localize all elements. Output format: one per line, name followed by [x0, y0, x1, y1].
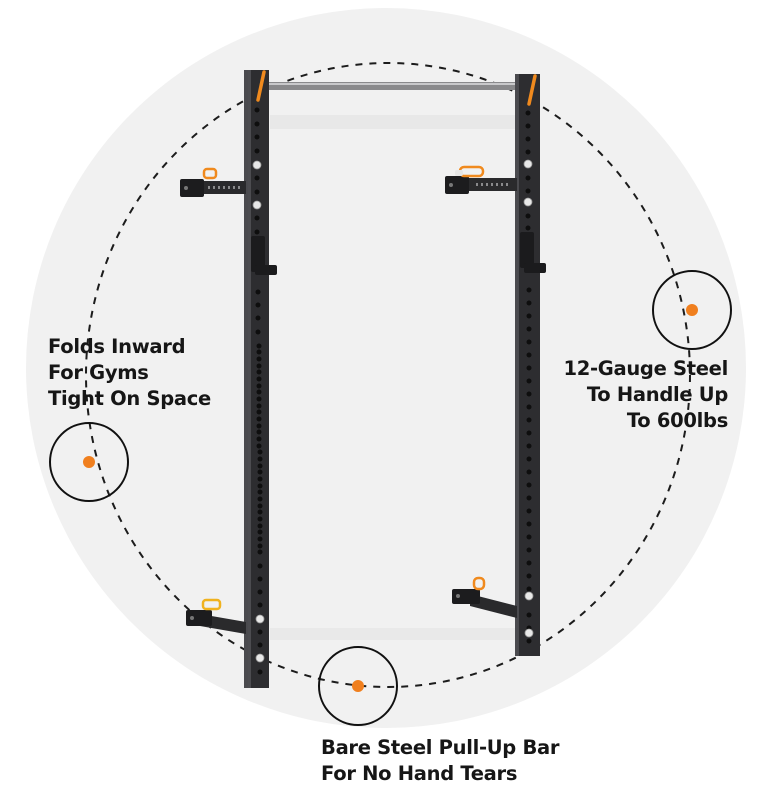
- right-upright: [515, 74, 540, 656]
- callout-marker-left: [49, 422, 129, 502]
- lower-right-wall-arm: [452, 576, 517, 618]
- right-holes: [525, 110, 532, 644]
- dashed-ring: [85, 62, 691, 688]
- callout-line: To 600lbs: [626, 409, 728, 432]
- upper-right-wall-arm: [445, 165, 517, 194]
- lower-left-wall-arm: [186, 598, 246, 634]
- callout-folds-inward: Folds Inward For Gyms Tight On Space: [48, 334, 211, 412]
- left-bolts: [252, 160, 265, 663]
- callout-line: 12-Gauge Steel: [563, 357, 728, 380]
- pull-up-bar-graphic: [262, 82, 524, 90]
- callout-gauge-steel: 12-Gauge Steel To Handle Up To 600lbs: [563, 356, 728, 434]
- callout-marker-right: [652, 270, 732, 350]
- top-orange-pins: [256, 70, 537, 106]
- callout-pull-up-bar: Bare Steel Pull-Up Bar For No Hand Tears: [321, 735, 560, 787]
- callout-line: For Gyms: [48, 361, 149, 384]
- upper-left-wall-arm: [180, 167, 246, 197]
- right-bolts: [523, 159, 534, 638]
- callout-line: Folds Inward: [48, 335, 186, 358]
- left-holes: [254, 107, 263, 675]
- callout-line: Bare Steel Pull-Up Bar: [321, 736, 560, 759]
- callout-marker-bottom: [318, 646, 398, 726]
- callout-line: To Handle Up: [586, 383, 728, 406]
- callout-line: Tight On Space: [48, 387, 211, 410]
- callout-line: For No Hand Tears: [321, 762, 518, 785]
- j-hooks: [251, 232, 546, 275]
